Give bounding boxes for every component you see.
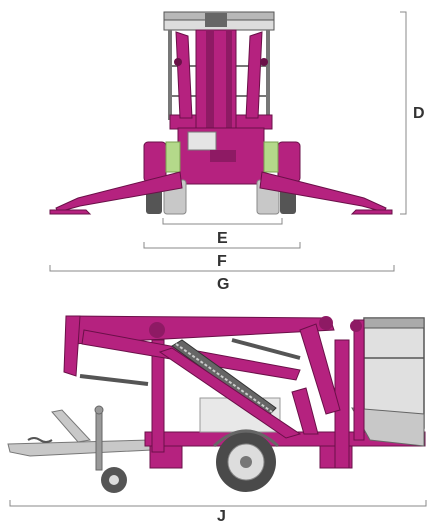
dimension-label-e: E (217, 230, 228, 247)
dimension-label-j: J (217, 508, 226, 522)
front-view (49, 11, 393, 215)
side-view (7, 315, 426, 493)
tow-bar (7, 439, 153, 457)
dimension-lines-front (49, 11, 407, 272)
dimension-lines-side (9, 500, 427, 507)
dimension-label-f: F (217, 253, 227, 270)
dimension-label-d: D (413, 105, 425, 122)
front-left-outrigger (55, 171, 183, 213)
dimension-label-g: G (217, 276, 229, 293)
